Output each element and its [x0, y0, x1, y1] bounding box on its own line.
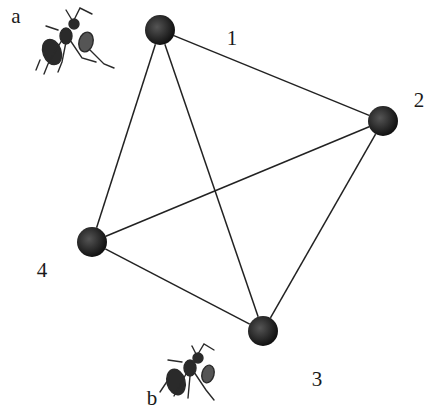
graph-vertex: 2 [367, 105, 399, 137]
vertex-circle [367, 105, 399, 137]
graph-edge [165, 44, 258, 317]
graph-edge [106, 127, 369, 236]
graph-edge [97, 44, 156, 227]
vertex-number: 2 [414, 90, 425, 111]
vertex-disc [368, 106, 398, 136]
vertex-circle [144, 14, 176, 46]
graph-edge [174, 36, 369, 116]
graph-vertex: 1 [144, 14, 176, 46]
vertex-number: 4 [37, 260, 48, 281]
ant-b [160, 344, 216, 400]
ant-a [36, 8, 114, 74]
vertex-circle [247, 315, 279, 347]
vertex-circle [76, 226, 108, 258]
vertex-disc [145, 15, 175, 45]
ant-letter: a [11, 6, 20, 27]
graph-edge [270, 134, 375, 318]
vertex-number: 3 [312, 369, 323, 390]
ant-letter: b [147, 388, 158, 409]
graph-vertex: 3 [247, 315, 279, 347]
graph-edge [105, 249, 249, 324]
vertex-disc [248, 316, 278, 346]
vertex-number: 1 [227, 28, 238, 49]
graph-vertex: 4 [76, 226, 108, 258]
vertex-disc [77, 227, 107, 257]
